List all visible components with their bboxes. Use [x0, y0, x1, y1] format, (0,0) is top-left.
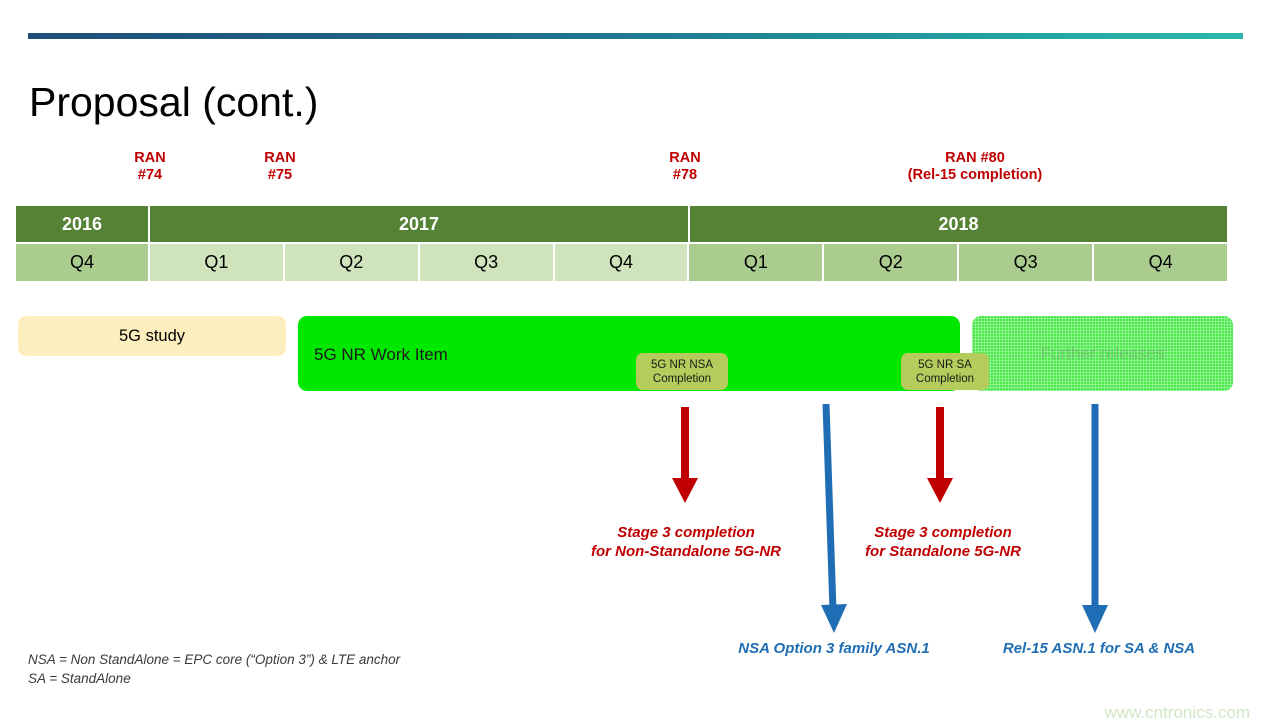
red-arrow-sa	[927, 407, 953, 503]
ran-marker-78: RAN #78	[669, 150, 701, 183]
red-arrow-nsa	[672, 407, 698, 503]
timeline-year-row: 2016 2017 2018	[16, 206, 1227, 242]
timeline-quarter-2018-q3: Q3	[959, 244, 1093, 281]
timeline-year-2016: 2016	[16, 206, 148, 242]
timeline-quarter-2018-q2: Q2	[824, 244, 958, 281]
ran-marker-80: RAN #80 (Rel-15 completion)	[907, 150, 1043, 183]
ran-marker-75: RAN #75	[264, 150, 296, 183]
timeline-quarter-2018-q4: Q4	[1094, 244, 1228, 281]
annotation-stage3-nsa: Stage 3 completion for Non-Standalone 5G…	[591, 524, 781, 560]
ran-marker-74: RAN #74	[134, 150, 166, 183]
timeline-quarter-2016-q4: Q4	[16, 244, 148, 281]
blue-arrow-rel15-asn1	[1082, 404, 1108, 633]
timeline-quarter-2017-q1: Q1	[149, 244, 283, 281]
timeline-quarter-2017-q4: Q4	[554, 244, 688, 281]
milestone-5g-nr-sa-completion: 5G NR SA Completion	[901, 353, 989, 390]
timeline-year-2017: 2017	[150, 206, 688, 242]
annotation-stage3-sa: Stage 3 completion for Standalone 5G-NR	[865, 524, 1021, 560]
blue-arrow-nsa-asn1	[821, 403, 847, 633]
watermark: www.cntronics.com	[1104, 703, 1250, 722]
page-title: Proposal (cont.)	[29, 79, 319, 125]
annotation-rel15-asn1: Rel-15 ASN.1 for SA & NSA	[1002, 640, 1196, 657]
bar-5g-nr-work-item-label: 5G NR Work Item	[314, 345, 448, 364]
milestone-5g-nr-nsa-completion: 5G NR NSA Completion	[636, 353, 728, 390]
annotation-nsa-option3-asn1: NSA Option 3 family ASN.1	[738, 640, 930, 657]
top-accent-bar	[28, 33, 1243, 39]
timeline-quarter-row: Q4 Q1 Q2 Q3 Q4 Q1 Q2 Q3 Q4	[16, 244, 1228, 281]
legend-footnote: NSA = Non StandAlone = EPC core (“Option…	[28, 652, 401, 686]
timeline-quarter-2017-q2: Q2	[284, 244, 418, 281]
bar-5g-study: 5G study	[18, 316, 286, 356]
bar-further-releases	[972, 316, 1233, 391]
bar-5g-nr-work-item	[298, 316, 960, 391]
timeline-year-2018: 2018	[690, 206, 1227, 242]
bar-further-releases-label: Further releases	[1040, 344, 1165, 363]
timeline-quarter-2017-q3: Q3	[419, 244, 553, 281]
timeline-quarter-2018-q1: Q1	[689, 244, 823, 281]
timeline-grid: 2016 2017 2018 Q4 Q1 Q2 Q3 Q4 Q1 Q2 Q3 Q…	[16, 206, 1228, 281]
